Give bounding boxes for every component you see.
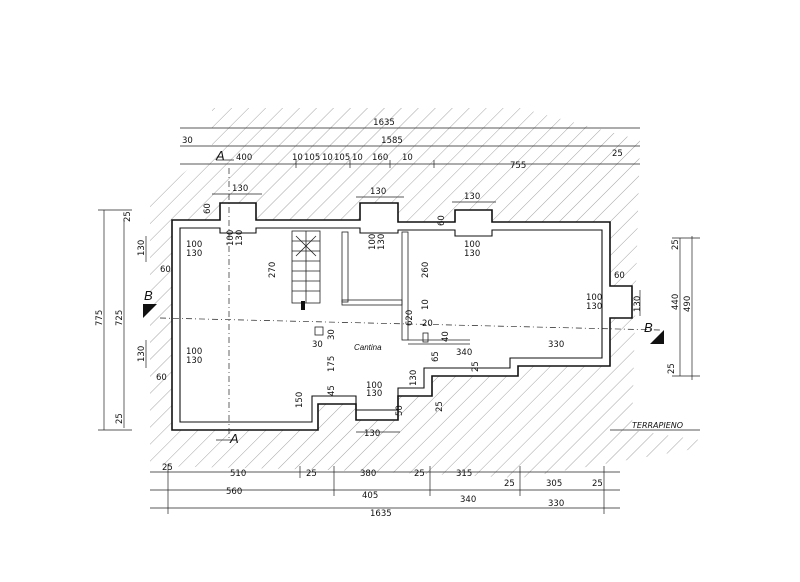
top-dim-160: 160	[372, 153, 388, 163]
dim-175: 175	[327, 356, 337, 372]
top-total-label: 1635	[373, 118, 395, 128]
svg-text:100: 100	[366, 381, 382, 391]
bottom-dim-25b: 25	[306, 469, 317, 479]
dim-25-step: 25	[471, 361, 481, 372]
dim-30b: 30	[327, 329, 337, 340]
bottom-dim-380: 380	[360, 469, 376, 479]
section-line-b	[159, 317, 661, 331]
bottom-dim-25e: 25	[592, 479, 603, 489]
left-dim-25-top: 25	[123, 211, 133, 222]
svg-text:130: 130	[586, 302, 602, 312]
dim-330: 330	[548, 340, 564, 350]
right-dim-25b: 25	[667, 363, 677, 374]
bottom-dim-25c: 25	[414, 469, 425, 479]
top-row2-total: 1585	[381, 136, 403, 146]
dim-260: 260	[421, 262, 431, 278]
interior-walls	[314, 231, 470, 345]
top-dim-105b: 105	[334, 153, 350, 163]
dim-60-top-left: 60	[203, 203, 213, 214]
svg-text:100: 100	[186, 347, 202, 357]
dim-340: 340	[456, 348, 472, 358]
top-dim-10a: 10	[292, 153, 303, 163]
dim-20: 20	[422, 319, 433, 329]
building-inner	[179, 227, 603, 423]
top-row2-end: 25	[612, 149, 623, 159]
left-window-b: 130	[137, 346, 147, 362]
section-b-right: B	[644, 320, 653, 335]
svg-text:100: 100	[368, 234, 378, 250]
bottom-dim-315: 315	[456, 469, 472, 479]
left-dim-725: 725	[115, 310, 125, 326]
top-dimension-lines	[180, 127, 640, 203]
dim-10: 10	[421, 299, 431, 310]
svg-text:100: 100	[586, 293, 602, 303]
right-window: 130	[633, 296, 643, 312]
bottom-dim-305: 305	[546, 479, 562, 489]
right-dim-490: 490	[683, 296, 693, 312]
top-dim-755: 755	[510, 161, 526, 171]
section-b-left: B	[144, 288, 153, 303]
dim-40: 40	[441, 331, 451, 342]
bottom-dim-25d: 25	[504, 479, 515, 489]
side-dimension-lines	[98, 209, 700, 431]
top-dim-400: 400	[236, 153, 252, 163]
stair	[291, 230, 321, 310]
window-top-left-width: 130	[232, 184, 248, 194]
svg-text:100: 100	[226, 230, 236, 246]
top-dim-10b: 10	[322, 153, 333, 163]
dim-60-right: 60	[614, 271, 625, 281]
bottom-total-label: 1635	[370, 509, 392, 519]
window-sill-labels: 100 130 100 130 100 130 100 130 100 130 …	[186, 230, 602, 399]
bottom-dim-510: 510	[230, 469, 246, 479]
section-a-top: A	[215, 148, 225, 163]
top-dim-10c: 10	[352, 153, 363, 163]
dim-60-top-right: 60	[437, 215, 447, 226]
svg-text:130: 130	[464, 249, 480, 259]
section-b-left-marker	[143, 304, 157, 318]
right-dim-25a: 25	[671, 239, 681, 250]
bottom-dim-340: 340	[460, 495, 476, 505]
bottom-dim-330: 330	[548, 499, 564, 509]
dim-50-bottom: 50	[395, 405, 405, 416]
bottom-dim-560: 560	[226, 487, 242, 497]
svg-text:100: 100	[464, 240, 480, 250]
dim-45: 45	[327, 385, 337, 396]
section-b-right-marker	[650, 330, 664, 344]
svg-text:130: 130	[186, 249, 202, 259]
window-top-right-width: 130	[464, 192, 480, 202]
svg-text:100: 100	[186, 240, 202, 250]
room-label: Cantina	[354, 343, 382, 352]
dim-60-left-a: 60	[160, 265, 171, 275]
top-dim-10d: 10	[402, 153, 413, 163]
bottom-dim-405: 405	[362, 491, 378, 501]
bottom-dim-25a: 25	[162, 463, 173, 473]
top-row2-start: 30	[182, 136, 193, 146]
ground-label: TERRAPIENO	[632, 421, 683, 430]
dim-60-left-b: 60	[156, 373, 167, 383]
dim-150: 150	[295, 392, 305, 408]
svg-text:130: 130	[377, 234, 387, 250]
svg-text:130: 130	[235, 230, 245, 246]
window-bottom-width: 130	[364, 429, 380, 439]
left-dim-25-bottom: 25	[115, 413, 125, 424]
dim-25-bottom: 25	[435, 401, 445, 412]
section-a-bottom: A	[229, 431, 239, 446]
svg-text:130: 130	[366, 389, 382, 399]
dim-65: 65	[431, 351, 441, 362]
bottom-dimension-lines	[150, 431, 620, 514]
top-dim-105a: 105	[304, 153, 320, 163]
dim-30a: 30	[312, 340, 323, 350]
dim-130-bottom: 130	[409, 370, 419, 386]
window-top-mid-width: 130	[370, 187, 386, 197]
left-dim-775: 775	[95, 310, 105, 326]
svg-text:130: 130	[186, 356, 202, 366]
dim-620: 620	[405, 310, 415, 326]
left-window-a: 130	[137, 240, 147, 256]
right-dim-440: 440	[671, 294, 681, 310]
dim-270: 270	[268, 262, 278, 278]
